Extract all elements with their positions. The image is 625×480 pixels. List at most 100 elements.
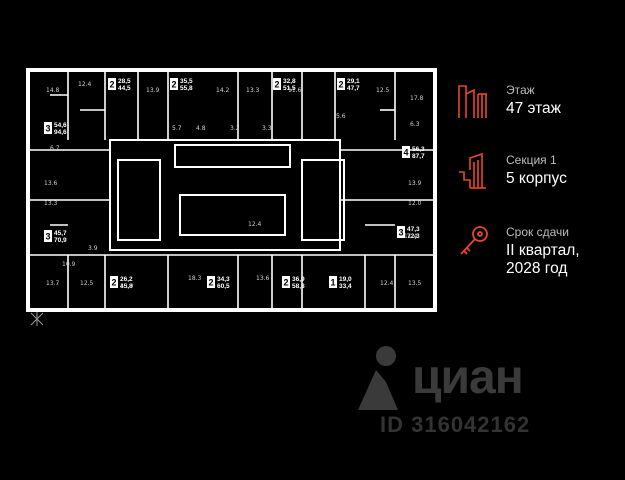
room-area-number: 3.9 — [88, 245, 98, 252]
cian-watermark: циан ID 316042162 — [340, 342, 590, 442]
room-area-number: 12.0 — [408, 200, 422, 207]
area-living: 26,2 — [120, 276, 133, 283]
area-living: 47,3 — [407, 226, 420, 233]
area-living: 19,0 — [339, 276, 352, 283]
area-living: 54,6 — [54, 122, 67, 129]
room-count: 3 — [399, 228, 404, 238]
room-area-number: 11.6 — [288, 87, 302, 94]
room-area-number: 13.9 — [408, 180, 422, 187]
area-total: 87,7 — [412, 153, 425, 160]
floor-info: Этаж 47 этаж — [456, 80, 621, 130]
room-area-number: 12.5 — [376, 87, 390, 94]
section-building-icon — [459, 152, 486, 189]
room-area-number: 5.6 — [336, 113, 346, 120]
room-count: 2 — [110, 80, 115, 90]
room-area-number: 12.4 — [78, 81, 92, 88]
room-area-number: 13.7 — [46, 280, 60, 287]
room-count: 2 — [112, 278, 117, 288]
area-living: 34,3 — [217, 276, 230, 283]
key-icon — [460, 226, 488, 255]
area-total: 33,4 — [339, 283, 352, 290]
room-area-number: 13.5 — [408, 280, 422, 287]
room-count-badge — [282, 276, 290, 288]
building-floors-icon — [458, 85, 487, 118]
room-count-badge — [44, 230, 52, 242]
deadline-value: II квартал, 2028 год — [506, 242, 580, 278]
area-total: 45,8 — [120, 283, 133, 290]
area-total: 70,9 — [54, 237, 67, 244]
area-total: 44,5 — [118, 85, 131, 92]
room-count: 1 — [331, 278, 336, 288]
area-total: 58,8 — [292, 283, 305, 290]
room-area-number: 11.4 — [404, 233, 418, 240]
room-area-number: 14.2 — [216, 87, 230, 94]
deadline-value-line1: II квартал, — [506, 242, 580, 259]
room-count: 3 — [46, 124, 51, 134]
area-living: 56,3 — [412, 146, 425, 153]
room-count: 3 — [46, 232, 51, 242]
room-count-badge — [329, 276, 337, 288]
room-count-badge — [273, 78, 281, 90]
room-area-number: 4.8 — [196, 125, 206, 132]
room-area-number: 10.9 — [62, 261, 76, 268]
section-label: Секция 1 — [506, 153, 557, 167]
room-count: 2 — [339, 80, 344, 90]
floor-value: 47 этаж — [506, 100, 562, 117]
area-living: 45,7 — [54, 230, 67, 237]
room-area-number: 12.5 — [80, 280, 94, 287]
outer-wall — [26, 68, 437, 312]
room-count-badge — [402, 146, 410, 158]
area-total: 51,5 — [283, 85, 296, 92]
room-area-number: 13.6 — [44, 180, 58, 187]
room-area-number: 13.3 — [44, 200, 58, 207]
section-info: Секция 1 5 корпус — [456, 150, 621, 200]
room-count-badge — [44, 122, 52, 134]
area-living: 28,5 — [118, 78, 131, 85]
room-area-number: 13.3 — [246, 87, 260, 94]
room-area-number: 18.3 — [188, 275, 202, 282]
room-count: 4 — [404, 148, 409, 158]
area-total: 94,6 — [54, 129, 67, 136]
cian-logo-icon — [358, 346, 398, 410]
listing-id: ID 316042162 — [380, 412, 531, 437]
room-area-number: 13.9 — [146, 87, 160, 94]
floor-label: Этаж — [506, 83, 535, 97]
deadline-label: Срок сдачи — [506, 225, 569, 239]
right-stair — [301, 159, 345, 241]
room-count-badge — [397, 226, 405, 238]
room-area-number: 5.7 — [172, 125, 182, 132]
deadline-value-line2: 2028 год — [506, 260, 568, 277]
elevator-bank-bottom — [179, 194, 286, 236]
room-area-number: 12.4 — [380, 280, 394, 287]
area-living: 36,9 — [292, 276, 305, 283]
room-count: 2 — [275, 80, 280, 90]
cian-brand-text: циан — [412, 351, 524, 404]
room-area-number: 17.8 — [410, 95, 424, 102]
room-area-number: 14.8 — [46, 87, 60, 94]
room-area-number: 13.6 — [256, 275, 270, 282]
area-living: 35,5 — [180, 78, 193, 85]
room-area-number: 12.4 — [248, 221, 262, 228]
room-count-badge — [108, 78, 116, 90]
room-count-badge — [337, 78, 345, 90]
section-value: 5 корпус — [506, 170, 567, 187]
area-living: 29,1 — [347, 78, 360, 85]
room-count: 2 — [284, 278, 289, 288]
room-count-badge — [170, 78, 178, 90]
area-total: 55,8 — [180, 85, 193, 92]
